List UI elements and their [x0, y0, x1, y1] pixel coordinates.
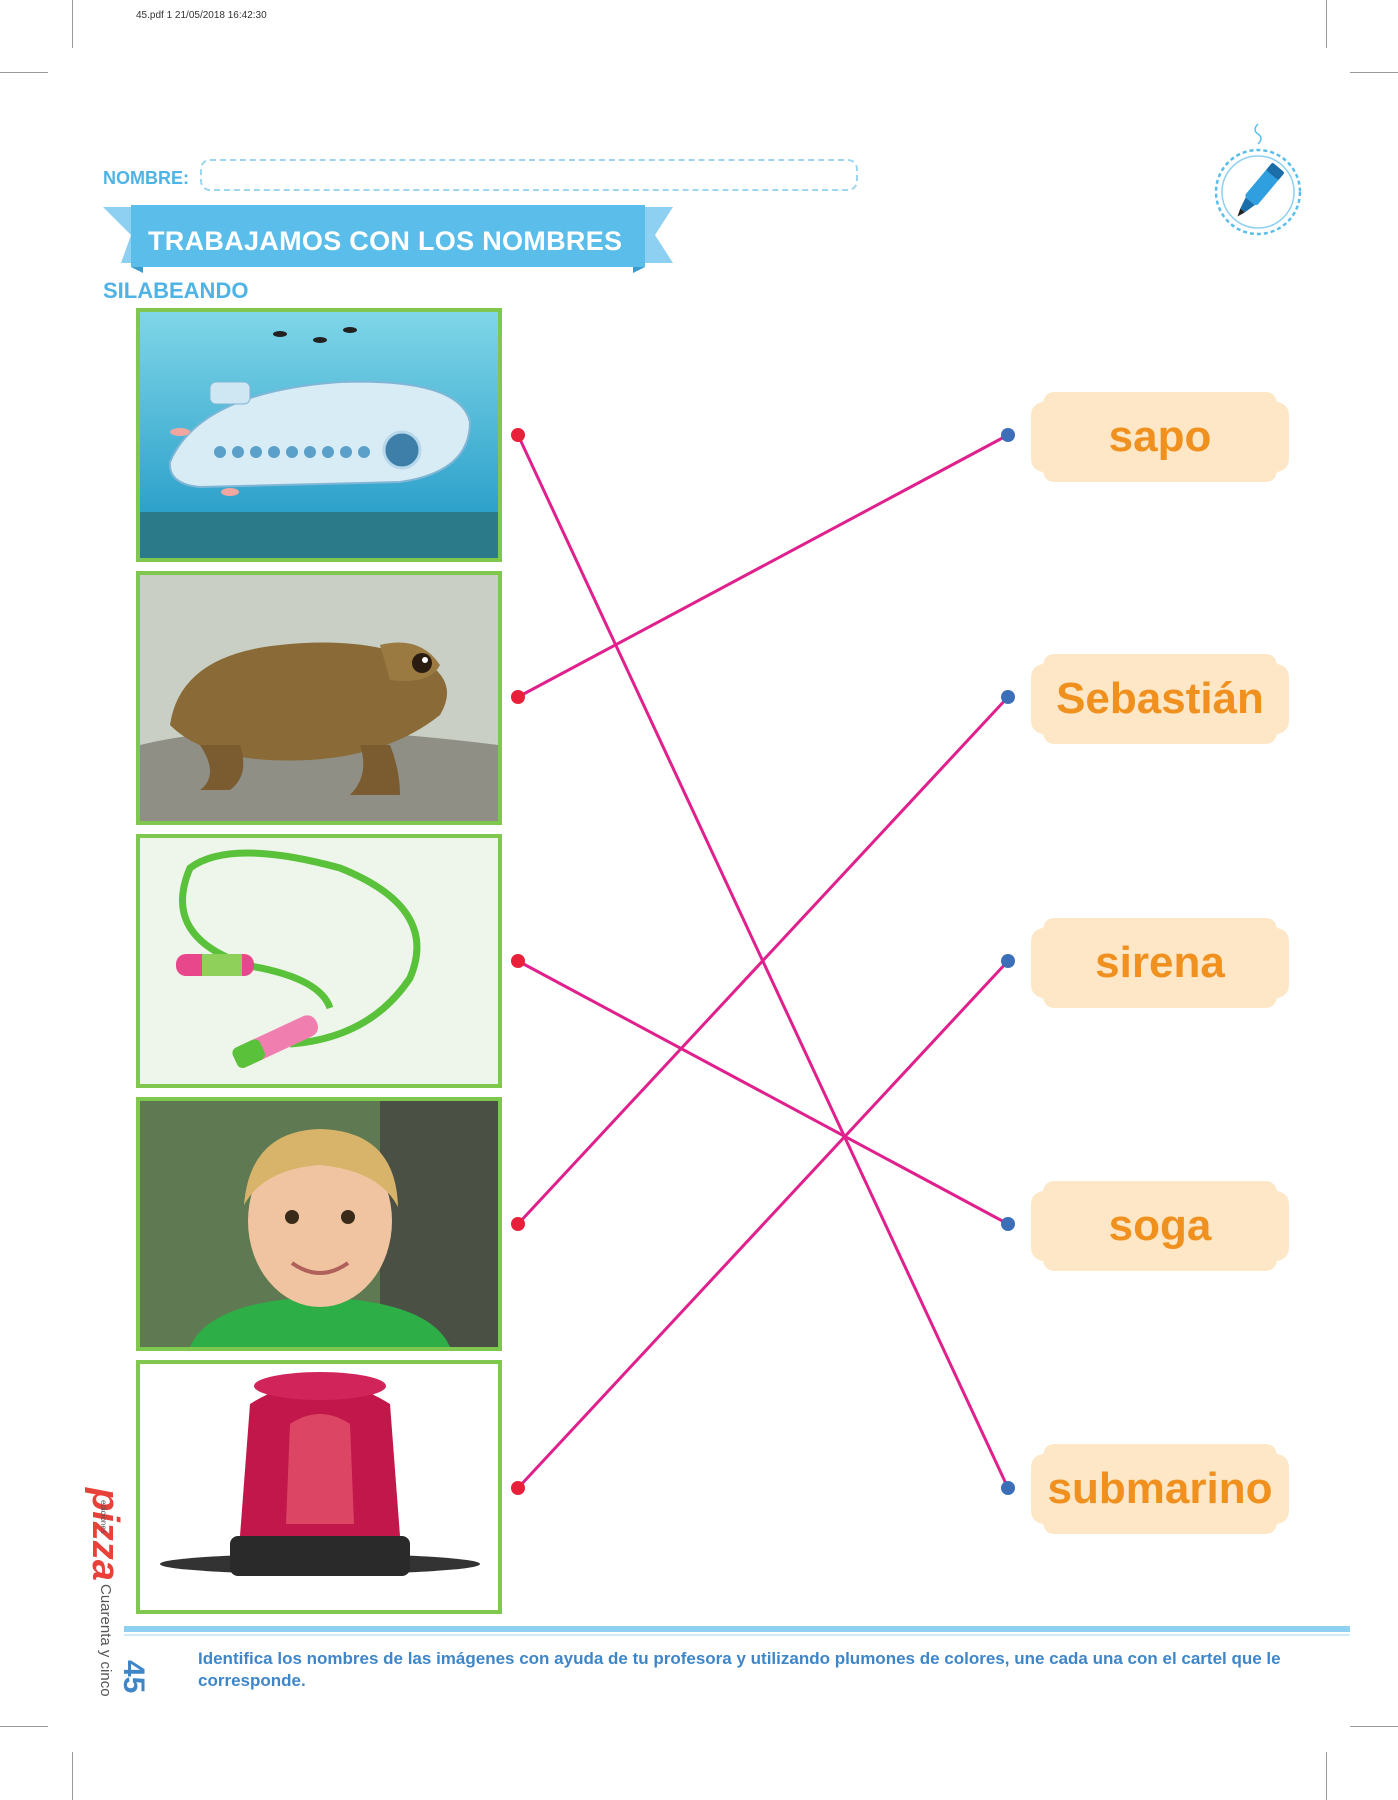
name-field[interactable]	[200, 159, 858, 191]
picture-dot[interactable]	[511, 690, 525, 704]
picture-siren-light	[136, 1360, 502, 1614]
word-dot[interactable]	[1001, 690, 1015, 704]
print-header: 45.pdf 1 21/05/2018 16:42:30	[136, 10, 267, 21]
page-number: 45	[117, 1660, 150, 1694]
instructions: Identifica los nombres de las imágenes c…	[198, 1649, 1281, 1690]
word-card: sirena	[1025, 912, 1295, 1014]
word-label: soga	[1108, 1201, 1212, 1250]
crop-mark	[0, 72, 48, 73]
picture-submarine	[136, 308, 502, 562]
brand-subtitle: ediciones	[99, 1500, 108, 1534]
name-label: NOMBRE:	[103, 168, 189, 188]
match-line	[517, 433, 1009, 699]
page-number-words: Cuarenta y cinco	[97, 1584, 114, 1697]
crop-mark	[1350, 1726, 1398, 1727]
bottom-rule	[124, 1626, 1350, 1632]
card-shape	[1031, 918, 1289, 1008]
marker-icon	[1214, 123, 1302, 236]
picture-dot[interactable]	[511, 1481, 525, 1495]
word-card: soga	[1025, 1175, 1295, 1277]
picture-frog	[136, 571, 502, 825]
crop-mark	[1326, 1752, 1327, 1800]
word-dot[interactable]	[1001, 428, 1015, 442]
section-subtitle: SILABEANDO	[103, 278, 249, 303]
title-banner	[103, 205, 673, 273]
card-shape	[1031, 1181, 1289, 1271]
card-shape	[1031, 654, 1289, 744]
crop-mark	[72, 0, 73, 48]
picture-dot[interactable]	[511, 428, 525, 442]
crop-mark	[1350, 72, 1398, 73]
card-shape	[1031, 1444, 1289, 1534]
word-card: Sebastián	[1025, 648, 1295, 750]
crop-mark	[1326, 0, 1327, 48]
word-label: submarino	[1047, 1464, 1273, 1513]
match-line	[517, 959, 1009, 1226]
word-dot[interactable]	[1001, 1481, 1015, 1495]
word-card: sapo	[1025, 386, 1295, 488]
picture-dot[interactable]	[511, 1217, 525, 1231]
crop-mark	[0, 1726, 48, 1727]
picture-dot[interactable]	[511, 954, 525, 968]
word-dot[interactable]	[1001, 1217, 1015, 1231]
match-line	[516, 959, 1010, 1490]
word-card: submarino	[1025, 1438, 1295, 1540]
word-label: sapo	[1108, 412, 1212, 461]
word-label: sirena	[1095, 938, 1225, 987]
page-title: TRABAJAMOS CON LOS NOMBRES	[148, 226, 623, 256]
picture-jump-rope	[136, 834, 502, 1088]
bottom-rule-thin	[124, 1634, 1350, 1636]
match-line	[516, 695, 1010, 1226]
word-label: Sebastián	[1056, 674, 1264, 723]
card-shape	[1031, 392, 1289, 482]
word-dot[interactable]	[1001, 954, 1015, 968]
crop-mark	[72, 1752, 73, 1800]
picture-child	[136, 1097, 502, 1351]
